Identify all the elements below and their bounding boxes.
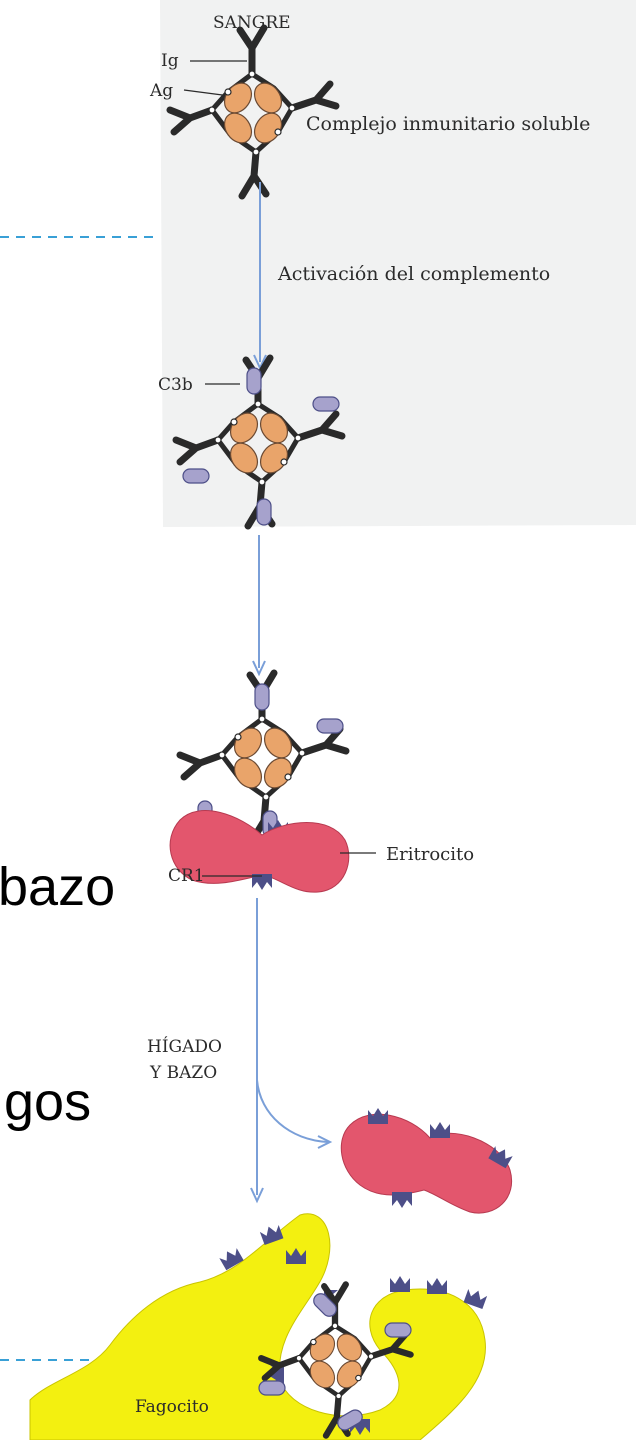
released-erythrocyte bbox=[340, 1113, 512, 1214]
label-fagocito: Fagocito bbox=[135, 1397, 209, 1417]
label-activacion: Activación del complemento bbox=[277, 263, 550, 285]
label-higado: HÍGADO bbox=[147, 1036, 222, 1057]
c3b-e-top bbox=[254, 683, 270, 711]
label-ag: Ag bbox=[149, 81, 173, 101]
erythrocyte bbox=[169, 810, 350, 893]
cr1-free-4 bbox=[392, 1192, 412, 1208]
c3b-top bbox=[246, 367, 262, 395]
label-c3b: C3b bbox=[158, 375, 193, 395]
c3b-e-right bbox=[316, 718, 344, 734]
label-eritrocito: Eritrocito bbox=[386, 844, 474, 865]
c3b-left bbox=[182, 468, 210, 484]
phagocyte bbox=[29, 1213, 486, 1440]
c3b-p-2 bbox=[384, 1322, 412, 1338]
arrow-2-head bbox=[252, 660, 266, 677]
c3b-right bbox=[312, 396, 340, 412]
label-complejo: Complejo inmunitario soluble bbox=[306, 113, 590, 135]
slide-text-gos: gos bbox=[4, 1072, 91, 1132]
c3b-p-3 bbox=[258, 1380, 286, 1396]
arrow-3-head bbox=[250, 1187, 264, 1204]
branch-arrow bbox=[256, 1079, 329, 1143]
label-sangre: SANGRE bbox=[213, 13, 291, 33]
cr1-free-2 bbox=[430, 1122, 450, 1138]
c3b-bottom bbox=[256, 498, 272, 526]
label-cr1: CR1 bbox=[168, 866, 205, 886]
label-ig: Ig bbox=[161, 51, 179, 71]
cr1-free-1 bbox=[368, 1108, 388, 1124]
branch-arrow-head bbox=[317, 1135, 333, 1149]
slide-text-bazo: bazo bbox=[0, 857, 115, 917]
label-y-bazo: Y BAZO bbox=[149, 1063, 217, 1083]
